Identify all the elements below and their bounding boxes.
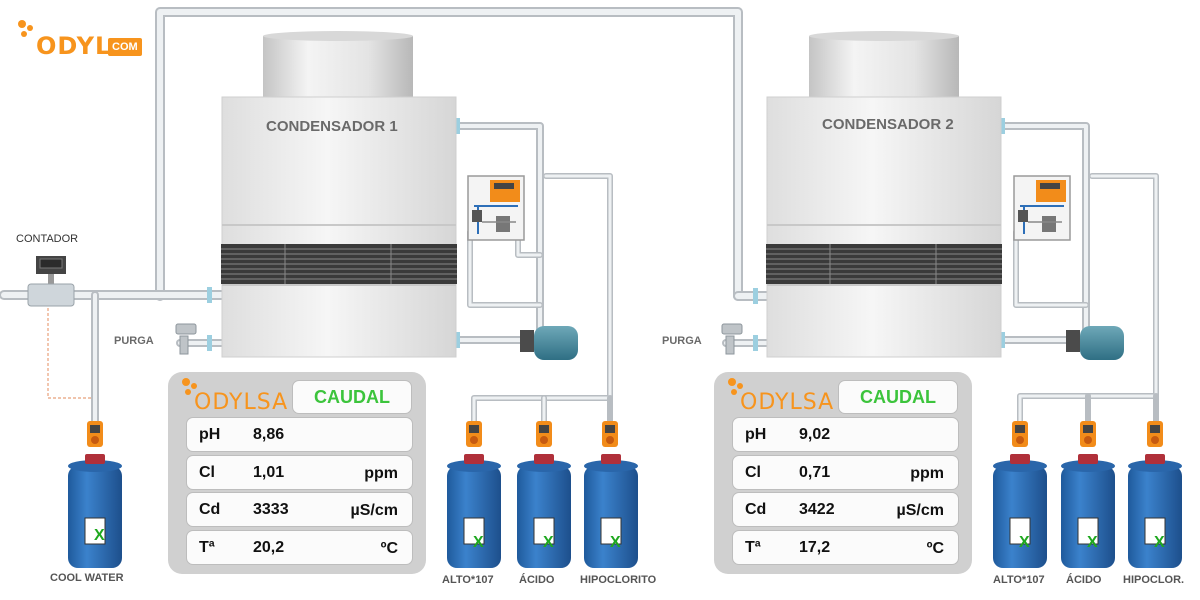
- caudal-button[interactable]: CAUDAL: [838, 380, 958, 414]
- ph-row: pH 8,86: [186, 417, 413, 452]
- condenser-2-title: CONDENSADOR 2: [822, 116, 954, 133]
- tank-mark-cool-water: X: [94, 527, 105, 544]
- tank-label-c1-acido: ÁCIDO: [519, 574, 555, 586]
- temp-label: Tª: [199, 539, 215, 556]
- odyl-logo: ODYL COM: [16, 18, 146, 60]
- panel-logo-word: ODYLSA: [194, 390, 289, 415]
- cd-row: Cd 3422 µS/cm: [732, 492, 959, 527]
- temp-row: Tª 20,2 ºC: [186, 530, 413, 565]
- ph-label: pH: [199, 426, 221, 443]
- temp-value: 17,2: [799, 539, 831, 556]
- cd-unit: µS/cm: [350, 502, 398, 519]
- cl-row: Cl 1,01 ppm: [186, 455, 413, 490]
- ph-value: 8,86: [253, 426, 285, 443]
- temp-row: Tª 17,2 ºC: [732, 530, 959, 565]
- panel-logo-word: ODYLSA: [740, 390, 835, 415]
- tank-label-cool-water: COOL WATER: [50, 572, 124, 584]
- cd-value: 3422: [799, 501, 835, 518]
- cl-label: Cl: [199, 464, 215, 481]
- tank-mark-c2-hipoclor: X: [1154, 534, 1165, 551]
- purga-label-1: PURGA: [114, 335, 154, 347]
- recirc-pump-2: [1066, 326, 1124, 360]
- condenser-2-tower: [765, 31, 1003, 358]
- recirc-pump-1: [520, 326, 578, 360]
- cl-value: 0,71: [799, 464, 831, 481]
- panel-logo: ODYLSA: [726, 376, 846, 416]
- cd-row: Cd 3333 µS/cm: [186, 492, 413, 527]
- cl-value: 1,01: [253, 464, 285, 481]
- ph-value: 9,02: [799, 426, 831, 443]
- tank-label-c2-hipoclor: HIPOCLOR.: [1123, 574, 1185, 586]
- cd-label: Cd: [199, 501, 221, 518]
- tank-mark-c1-acido: X: [543, 534, 554, 551]
- cd-label: Cd: [745, 501, 767, 518]
- cl-unit: ppm: [910, 465, 944, 482]
- caudal-button[interactable]: CAUDAL: [292, 380, 412, 414]
- ph-row: pH 9,02: [732, 417, 959, 452]
- flow-meter: [27, 256, 75, 307]
- tank-label-c2-alto: ALTO*107: [993, 574, 1045, 586]
- purga-label-2: PURGA: [662, 335, 702, 347]
- panel-logo: ODYLSA: [180, 376, 300, 416]
- condenser-1-title: CONDENSADOR 1: [266, 118, 398, 135]
- logo-dots-icon: [182, 378, 197, 395]
- contador-label: CONTADOR: [16, 233, 79, 245]
- temp-value: 20,2: [253, 539, 285, 556]
- cl-row: Cl 0,71 ppm: [732, 455, 959, 490]
- tank-mark-c1-hipoclorito: X: [610, 534, 621, 551]
- tank-label-c2-acido: ÁCIDO: [1066, 574, 1102, 586]
- tank-mark-c2-alto: X: [1019, 534, 1030, 551]
- condenser-2-panel: ODYLSA CAUDAL pH 9,02 Cl 0,71 ppm Cd 342…: [714, 372, 972, 574]
- condenser-1-panel: ODYLSA CAUDAL pH 8,86 Cl 1,01 ppm Cd 333…: [168, 372, 426, 574]
- temp-unit: ºC: [926, 540, 944, 557]
- tank-mark-c2-acido: X: [1087, 534, 1098, 551]
- ph-label: pH: [745, 426, 767, 443]
- tank-label-c1-alto: ALTO*107: [442, 574, 494, 586]
- logo-badge: COM: [108, 38, 142, 56]
- logo-word: ODYL: [36, 32, 112, 60]
- cl-unit: ppm: [364, 465, 398, 482]
- cd-unit: µS/cm: [896, 502, 944, 519]
- logo-dots-icon: [18, 20, 33, 37]
- condenser-1-tower: [220, 31, 458, 358]
- cl-label: Cl: [745, 464, 761, 481]
- logo-dots-icon: [728, 378, 743, 395]
- cd-value: 3333: [253, 501, 289, 518]
- temp-unit: ºC: [380, 540, 398, 557]
- temp-label: Tª: [745, 539, 761, 556]
- tank-label-c1-hipoclorito: HIPOCLORITO: [580, 574, 657, 586]
- tank-mark-c1-alto: X: [473, 534, 484, 551]
